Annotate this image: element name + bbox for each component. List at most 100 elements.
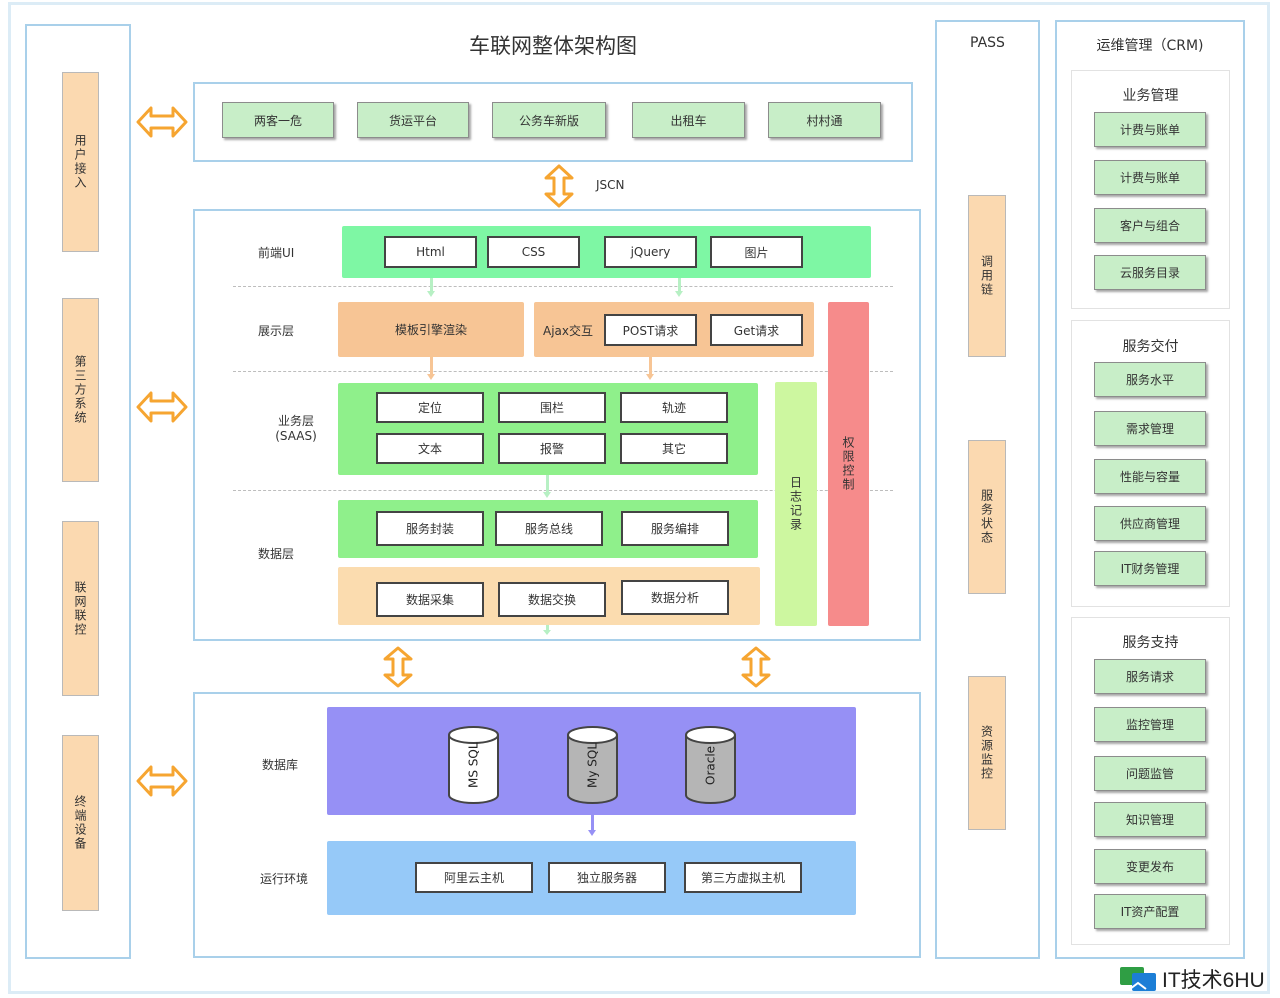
crm-item: 计费与账单 xyxy=(1094,160,1206,195)
business-item: 文本 xyxy=(376,433,484,464)
connector xyxy=(430,278,433,292)
data-service-item: 服务封装 xyxy=(376,511,484,546)
database-name: Oracle xyxy=(703,745,718,785)
layer-label-business: 业务层 (SAAS) xyxy=(275,414,317,443)
connector xyxy=(430,357,433,375)
connector xyxy=(546,475,549,493)
crm-item: 需求管理 xyxy=(1094,411,1206,446)
connector-arrowhead xyxy=(543,492,551,498)
crm-section-title: 服务支持 xyxy=(1122,635,1179,651)
business-item: 定位 xyxy=(376,392,484,423)
double-arrow-horizontal-2 xyxy=(136,391,188,423)
left-item-terminal-device: 终端设备 xyxy=(62,735,99,911)
left-item-network-control: 联网联控 xyxy=(62,521,99,696)
connector xyxy=(649,357,652,375)
crm-section-title: 服务交付 xyxy=(1122,339,1179,355)
crm-item: 服务请求 xyxy=(1094,659,1206,694)
crm-section-title: 业务管理 xyxy=(1122,88,1179,104)
app-item: 村村通 xyxy=(768,102,881,138)
separator-line xyxy=(233,490,893,491)
log-record-bar: 日志记录 xyxy=(775,382,817,626)
watermark-logo-icon xyxy=(1120,967,1156,991)
runtime-item: 第三方虚拟主机 xyxy=(684,862,802,893)
pass-item-resource-monitor: 资源监控 xyxy=(968,676,1006,830)
permission-control-bar: 权限控制 xyxy=(828,302,869,626)
crm-item: 变更发布 xyxy=(1094,849,1206,884)
double-arrow-horizontal-3 xyxy=(136,765,188,797)
left-item-user-access: 用户接入 xyxy=(62,72,99,252)
layer-label-database: 数据库 xyxy=(262,758,299,772)
connector-arrowhead xyxy=(588,830,596,836)
database-name: MS SQL xyxy=(466,742,481,788)
pass-item-call-chain: 调用链 xyxy=(968,195,1006,357)
pass-title: PASS xyxy=(970,35,1005,51)
connector-arrowhead xyxy=(427,291,435,297)
double-arrow-horizontal-1 xyxy=(136,106,188,138)
crm-item: 计费与账单 xyxy=(1094,112,1206,147)
diagram-title: 车联网整体架构图 xyxy=(469,34,637,58)
business-item: 其它 xyxy=(620,433,728,464)
connector xyxy=(678,278,681,292)
layer-label-data: 数据层 xyxy=(258,547,295,561)
separator-line xyxy=(233,371,893,372)
layer-label-runtime: 运行环境 xyxy=(260,872,309,886)
frontend-item: jQuery xyxy=(604,236,697,268)
watermark: IT技术6HU xyxy=(1118,962,1278,996)
outer-frame xyxy=(8,2,1270,994)
double-arrow-vertical-jscn xyxy=(544,164,574,208)
display-template-band: 模板引擎渲染 xyxy=(338,302,524,357)
layer-label-frontend: 前端UI xyxy=(258,246,295,260)
data-data-item: 数据交换 xyxy=(498,582,606,617)
app-item: 出租车 xyxy=(632,102,745,138)
display-item: POST请求 xyxy=(604,314,697,346)
frontend-item: Html xyxy=(384,236,477,268)
crm-item: 客户与组合 xyxy=(1094,208,1206,243)
crm-item: 供应商管理 xyxy=(1094,506,1206,541)
display-item: Get请求 xyxy=(710,314,803,346)
database-cylinder-mysql: My SQL xyxy=(566,725,619,805)
data-data-item: 数据采集 xyxy=(376,582,484,617)
left-item-third-party: 第三方系统 xyxy=(62,298,99,482)
database-cylinder-oracle: Oracle xyxy=(684,725,737,805)
double-arrow-vertical-2 xyxy=(741,646,771,688)
jscn-label: JSCN xyxy=(596,178,625,192)
double-arrow-vertical-1 xyxy=(383,646,413,688)
business-item: 围栏 xyxy=(498,392,606,423)
display-template-label: 模板引擎渲染 xyxy=(394,323,467,337)
crm-item: 性能与容量 xyxy=(1094,459,1206,494)
watermark-text: IT技术6HU xyxy=(1162,969,1265,992)
connector xyxy=(546,625,549,631)
runtime-item: 独立服务器 xyxy=(548,862,666,893)
connector-arrowhead xyxy=(646,374,654,380)
crm-item: IT资产配置 xyxy=(1094,894,1206,929)
pass-item-service-status: 服务状态 xyxy=(968,440,1006,594)
connector-arrowhead xyxy=(675,291,683,297)
log-record-label: 日志记录 xyxy=(788,476,803,532)
database-name: My SQL xyxy=(585,742,600,788)
data-service-item: 服务总线 xyxy=(495,511,603,546)
app-item: 两客一危 xyxy=(222,102,334,138)
data-data-item: 数据分析 xyxy=(621,580,729,615)
crm-title: 运维管理（CRM) xyxy=(1096,38,1204,54)
connector-arrowhead xyxy=(543,630,551,635)
frontend-item: CSS xyxy=(487,236,580,268)
app-item: 公务车新版 xyxy=(492,102,606,138)
connector xyxy=(591,815,594,831)
layer-label-display: 展示层 xyxy=(258,324,295,338)
display-ajax-label: Ajax交互 xyxy=(543,324,593,338)
database-cylinder-mssql: MS SQL xyxy=(447,725,500,805)
business-item: 轨迹 xyxy=(620,392,728,423)
crm-item: 监控管理 xyxy=(1094,707,1206,742)
permission-control-label: 权限控制 xyxy=(841,436,855,492)
app-item: 货运平台 xyxy=(357,102,469,138)
runtime-item: 阿里云主机 xyxy=(415,862,533,893)
crm-item: 云服务目录 xyxy=(1094,255,1206,290)
crm-item: 服务水平 xyxy=(1094,362,1206,397)
connector-arrowhead xyxy=(427,374,435,380)
crm-item: IT财务管理 xyxy=(1094,551,1206,586)
business-item: 报警 xyxy=(498,433,606,464)
crm-item: 知识管理 xyxy=(1094,802,1206,837)
data-service-item: 服务编排 xyxy=(621,511,729,546)
frontend-item: 图片 xyxy=(710,236,803,268)
separator-line xyxy=(233,286,893,287)
